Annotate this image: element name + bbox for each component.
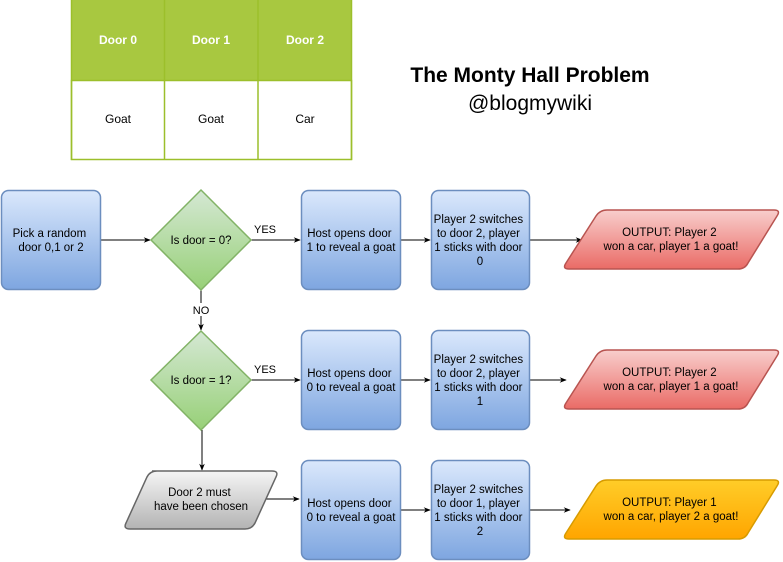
table-header-door-2: Door 2	[286, 33, 324, 47]
host-opens-row3: Host opens door 0 to reveal a goat	[300, 459, 402, 561]
switch-line: 0	[477, 256, 483, 268]
output-row3: OUTPUT: Player 1 won a car, player 2 a g…	[563, 479, 780, 540]
switch-line: 1	[477, 396, 483, 408]
switch-line: 1 sticks with door	[434, 242, 522, 254]
switch-line: to door 2, player	[437, 368, 520, 380]
table-header-row	[71, 0, 352, 80]
edge-label-yes-0: YES	[254, 224, 276, 236]
host-opens-line: 0 to reveal a goat	[307, 382, 397, 394]
output-row1: OUTPUT: Player 2 won a car, player 1 a g…	[563, 209, 780, 270]
svg-text:Player 2 switches to doo: Player 2 switches to door 2, player 1 st…	[434, 354, 527, 408]
table-header-door-0: Door 0	[99, 33, 137, 47]
diagram-subtitle: @blogmywiki	[468, 92, 592, 115]
svg-text:Host opens door 1 to rev: Host opens door 1 to reveal a goat	[307, 228, 397, 254]
table-header-door-1: Door 1	[192, 33, 230, 47]
svg-text:OUTPUT: Player 2 won a c: OUTPUT: Player 2 won a car, player 1 a g…	[603, 367, 739, 393]
door2-chosen-line: have been chosen	[154, 501, 248, 513]
switch-line: 1 sticks with door	[434, 382, 522, 394]
host-opens-line: 0 to reveal a goat	[307, 512, 397, 524]
door2-chosen-node: Door 2 must have been chosen	[124, 470, 278, 530]
switch-line: Player 2 switches	[434, 214, 524, 226]
switch-line: to door 2, player	[437, 228, 520, 240]
host-opens-row2: Host opens door 0 to reveal a goat	[300, 329, 402, 431]
switch-line: to door 1, player	[437, 498, 520, 510]
host-opens-row1: Host opens door 1 to reveal a goat	[300, 189, 402, 291]
decision-door-1-label: Is door = 1?	[170, 375, 231, 387]
switch-line: 2	[477, 526, 483, 538]
table-cell-door-1: Goat	[198, 112, 225, 126]
output-line: OUTPUT: Player 2	[622, 227, 717, 239]
door2-chosen-line: Door 2 must	[168, 487, 231, 499]
edge-label-yes-1: YES	[254, 364, 276, 376]
output-line: won a car, player 1 a goat!	[603, 241, 739, 253]
edge-label-no-0: NO	[193, 305, 210, 317]
host-opens-line: Host opens door	[307, 368, 392, 380]
svg-text:Pick a random door 0,1 o: Pick a random door 0,1 or 2	[13, 228, 90, 254]
decision-door-0: Is door = 0?	[149, 188, 253, 292]
table-cell-door-2: Car	[295, 112, 314, 126]
output-line: won a car, player 2 a goat!	[603, 511, 739, 523]
decision-door-0-label: Is door = 0?	[170, 235, 231, 247]
svg-text:OUTPUT: Player 1 won a c: OUTPUT: Player 1 won a car, player 2 a g…	[603, 497, 739, 523]
output-line: OUTPUT: Player 1	[622, 497, 717, 509]
svg-text:Player 2 switches to doo: Player 2 switches to door 2, player 1 st…	[434, 214, 527, 268]
switch-line: Player 2 switches	[434, 484, 524, 496]
decision-door-1: Is door = 1?	[149, 329, 253, 432]
edges	[101, 237, 583, 513]
switch-line: 1 sticks with door	[434, 512, 522, 524]
svg-text:Door 2 must have been ch: Door 2 must have been chosen	[154, 487, 248, 513]
switch-row3: Player 2 switches to door 1, player 1 st…	[430, 459, 531, 561]
svg-text:Host opens door 0 to rev: Host opens door 0 to reveal a goat	[307, 498, 397, 524]
start-node-line: door 0,1 or 2	[18, 242, 83, 254]
diagram-title: The Monty Hall Problem	[410, 64, 649, 87]
svg-text:Player 2 switches to doo: Player 2 switches to door 1, player 1 st…	[434, 484, 527, 538]
switch-row2: Player 2 switches to door 2, player 1 st…	[430, 329, 531, 431]
start-node-line: Pick a random	[13, 228, 87, 240]
table-cell-door-0: Goat	[105, 112, 132, 126]
output-line: OUTPUT: Player 2	[622, 367, 717, 379]
start-node: Pick a random door 0,1 or 2	[0, 189, 102, 291]
output-row2: OUTPUT: Player 2 won a car, player 1 a g…	[563, 349, 780, 410]
output-line: won a car, player 1 a goat!	[603, 381, 739, 393]
doors-table: Door 0 Door 1 Door 2 Goat Goat Car	[70, 0, 353, 161]
table-body-row	[70, 79, 353, 161]
host-opens-line: Host opens door	[307, 498, 392, 510]
svg-text:Host opens door 0 to rev: Host opens door 0 to reveal a goat	[307, 368, 397, 394]
host-opens-line: 1 to reveal a goat	[307, 242, 397, 254]
switch-line: Player 2 switches	[434, 354, 524, 366]
svg-text:OUTPUT: Player 2 won a c: OUTPUT: Player 2 won a car, player 1 a g…	[603, 227, 739, 253]
switch-row1: Player 2 switches to door 2, player 1 st…	[430, 189, 531, 291]
host-opens-line: Host opens door	[307, 228, 392, 240]
